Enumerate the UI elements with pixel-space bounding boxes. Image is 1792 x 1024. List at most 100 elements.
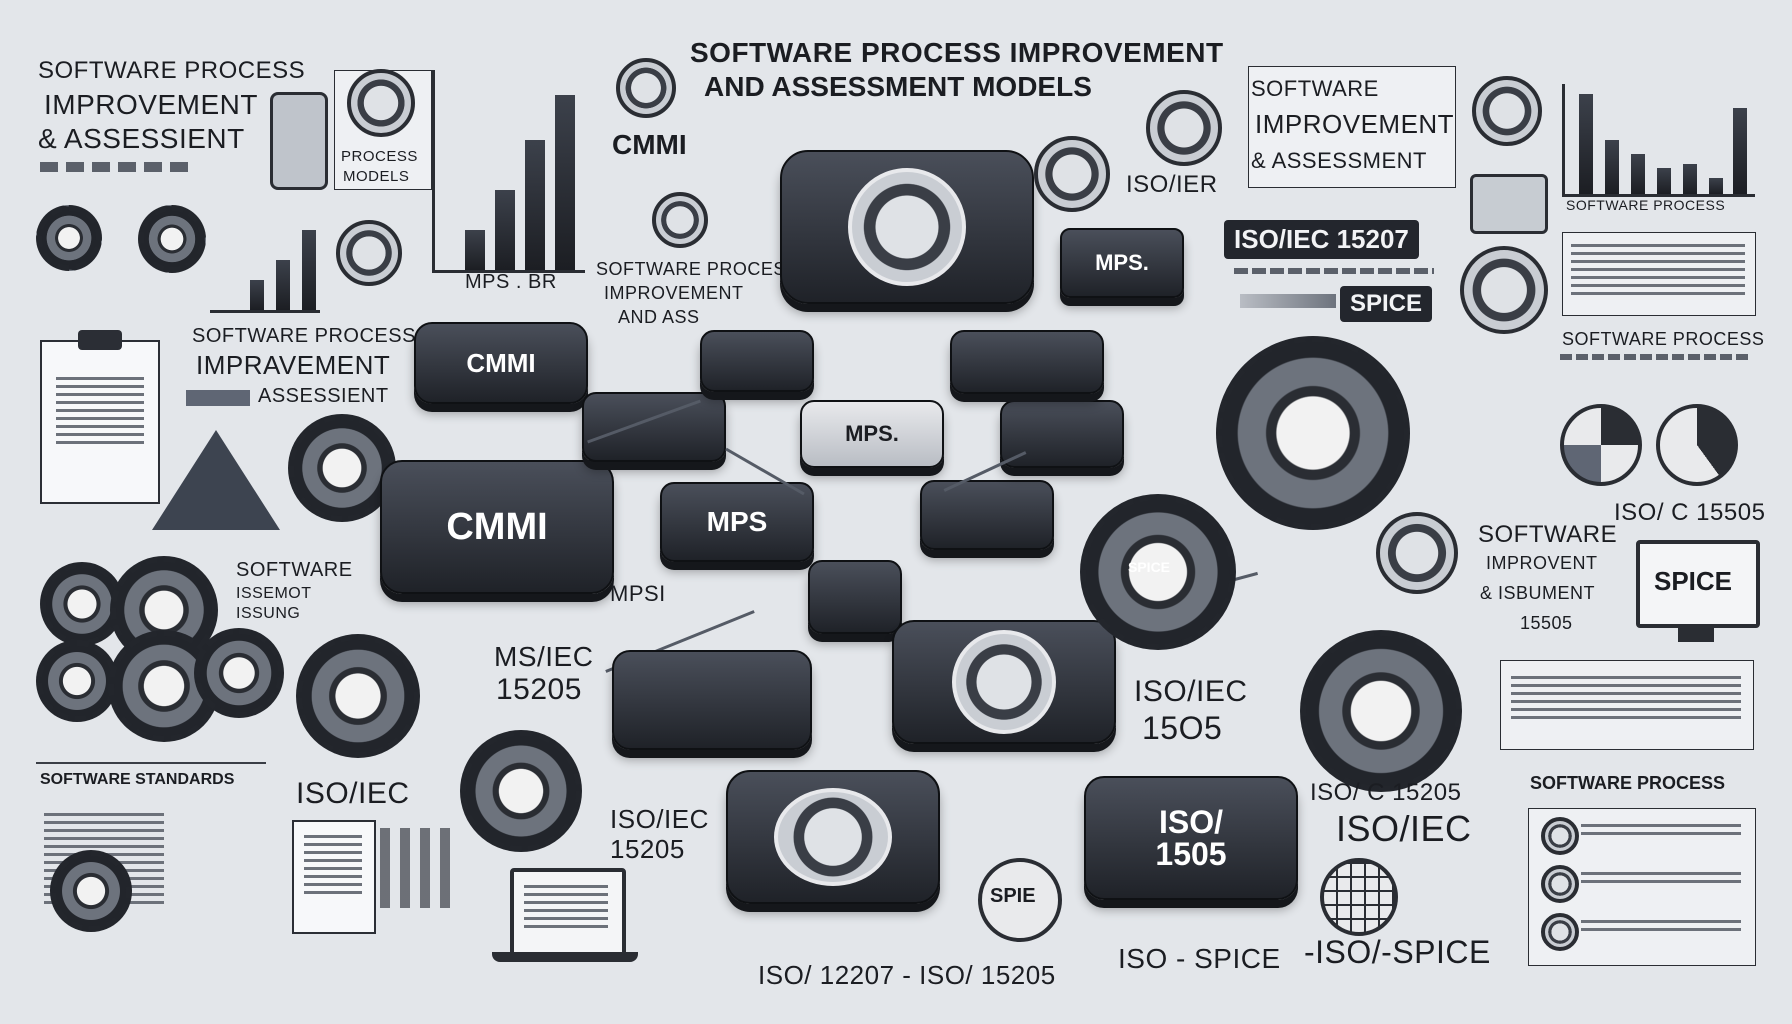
tl-title-1: SOFTWARE PROCESS (38, 57, 306, 84)
cmmi-small-tile: CMMI (414, 322, 588, 404)
software-right-3: & ISBUMENT (1480, 583, 1596, 603)
process-tile (700, 330, 814, 392)
sw-process-mid-3: AND ASS (618, 307, 700, 327)
sw-imp-right-2: IMPROVEMENT (1255, 109, 1455, 139)
central-emblem-tile (780, 150, 1034, 304)
process-tile (582, 392, 726, 462)
emblem-stack-tile (892, 620, 1116, 744)
gear-icon (460, 730, 582, 852)
clipboard-icon (40, 330, 160, 504)
iso-iec-bottom: ISO/IEC (610, 804, 709, 834)
software-right-2: IMPROVENT (1486, 553, 1598, 573)
sw-imp-right-card: SOFTWARE IMPROVEMENT & ASSESSMENT (1248, 66, 1456, 188)
gear-icon (1034, 136, 1110, 212)
mps-center-tile: MPS. (800, 400, 944, 468)
chart-bar (1683, 164, 1697, 194)
iso-iec-1505-1: ISO/IEC (1134, 675, 1248, 708)
monitor-stand (1678, 628, 1714, 642)
sw-left-2: IMPRAVEMENT (196, 350, 391, 380)
mps-br-label: MPS . BR (465, 271, 557, 293)
sw-imp-right-1: SOFTWARE (1251, 76, 1379, 101)
pie-icon (1656, 404, 1738, 486)
chart-bar (555, 95, 575, 270)
chart-bar (1579, 94, 1593, 194)
chart-bar (1605, 140, 1619, 194)
target-icon (652, 192, 708, 248)
chart-bar (1657, 168, 1671, 194)
spice-gear (1080, 494, 1236, 650)
list-card (1528, 808, 1756, 966)
list-icon (1541, 913, 1579, 951)
caption-lines (1560, 354, 1752, 360)
mps-mid-tile: MPS (660, 482, 814, 562)
chart-icon (210, 220, 320, 313)
chart-icon (1472, 76, 1542, 146)
list-icon (1541, 865, 1579, 903)
gear-icon (1216, 336, 1410, 530)
tl-small-caption-lines (40, 162, 190, 172)
emblem-icon (952, 630, 1056, 734)
table-card (1562, 232, 1756, 316)
cmmi-big-tile: CMMI (380, 460, 614, 594)
iso-iec-1505-2: 15O5 (1142, 710, 1223, 746)
iso-ier-label: ISO/IER (1126, 171, 1218, 198)
iso-1505-tile: ISO/ 1505 (1084, 776, 1298, 900)
mps-right-tile: MPS. (1060, 228, 1184, 298)
gear-icon (296, 634, 420, 758)
chart-bar (525, 140, 545, 270)
software-right-1: SOFTWARE (1478, 521, 1618, 548)
process-tile (1000, 400, 1124, 468)
page-title-line1: SOFTWARE PROCESS IMPROVEMENT (690, 37, 1224, 68)
tl-title-2: IMPROVEMENT (44, 89, 258, 120)
monitor-icon: SPICE (1636, 540, 1760, 628)
bottom-center-label: ISO/ 12207 - ISO/ 15205 (758, 960, 1056, 990)
software-left-3: ISSUNG (236, 605, 301, 622)
sw-process-mid-2: IMPROVEMENT (604, 283, 744, 303)
emblem-icon (848, 168, 966, 286)
caption-lines (1234, 268, 1434, 274)
divider (36, 762, 266, 764)
gear-icon (36, 205, 102, 271)
laptop-base (492, 952, 638, 962)
iso-c-15205: ISO/ C 15205 (1310, 779, 1462, 806)
chart-bar (495, 190, 515, 270)
phone-icon (270, 92, 328, 190)
triangle-icon (152, 430, 280, 530)
gear-icon (1300, 630, 1462, 792)
process-models-1: PROCESS (341, 148, 418, 165)
laptop-icon (510, 868, 626, 958)
iso-spice-bottom: ISO - SPICE (1118, 943, 1281, 974)
software-left: SOFTWARE (236, 559, 353, 581)
chart-bar (465, 230, 485, 270)
gear-icon (36, 640, 118, 722)
process-tile (920, 480, 1054, 550)
globe-icon (1320, 858, 1398, 936)
gear-icon (616, 58, 676, 118)
spice-gear-label: SPICE (1128, 559, 1171, 575)
iso-iec-right: ISO/IEC (1336, 808, 1472, 849)
software-process-br: SOFTWARE PROCESS (1530, 773, 1726, 793)
iso-iec-bottom-num: 15205 (610, 834, 685, 864)
process-tile (808, 560, 902, 634)
process-tile (950, 330, 1104, 394)
spice-badge: SPICE (1340, 286, 1433, 322)
gear-icon (1146, 90, 1222, 166)
document-icon (292, 820, 376, 934)
list-icon (1541, 817, 1579, 855)
target-icon (336, 220, 402, 286)
ms-iec-label: MS/IEC (494, 641, 594, 672)
gear-icon (138, 205, 206, 273)
spie-label: SPIE (990, 885, 1036, 907)
gear-icon (50, 850, 132, 932)
chart-bar (1733, 108, 1747, 194)
chart-icon (380, 828, 460, 908)
spie-badge (978, 858, 1062, 942)
software-right-4: 15505 (1520, 613, 1573, 633)
chart-bar (276, 260, 290, 310)
chart-bar (302, 230, 316, 310)
iso-iec-15207-badge: ISO/IEC 15207 (1224, 220, 1419, 259)
gear-icon (194, 628, 284, 718)
software-left-2: ISSEMOT (236, 585, 312, 602)
pie-icon (1560, 404, 1642, 486)
target-icon (1376, 512, 1458, 594)
